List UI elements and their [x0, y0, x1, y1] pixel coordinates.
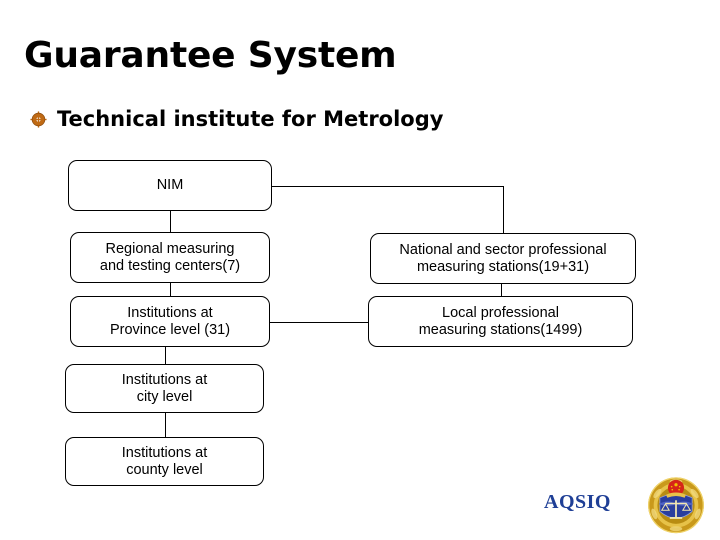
node-nim[interactable]: NIM	[68, 160, 272, 211]
connector-city-to-county	[165, 413, 166, 437]
bullet-row: Technical institute for Metrology	[30, 106, 443, 132]
aqsiq-logo-text: AQSIQ	[544, 491, 611, 513]
page-title: Guarantee System	[24, 35, 397, 76]
connector-province-to-localprof	[270, 322, 368, 323]
target-bullet-icon	[30, 110, 47, 128]
connector-nim-to-national-v	[503, 186, 504, 233]
connector-province-to-city	[165, 347, 166, 364]
bullet-text: Technical institute for Metrology	[57, 107, 444, 131]
connector-nim-to-regional	[170, 211, 171, 232]
connector-nim-to-national-h	[272, 186, 503, 187]
connector-national-to-localprof	[501, 284, 502, 296]
connector-regional-to-province	[170, 283, 171, 296]
aqsiq-national-emblem-icon	[648, 477, 704, 534]
node-label: NIM	[156, 177, 184, 193]
